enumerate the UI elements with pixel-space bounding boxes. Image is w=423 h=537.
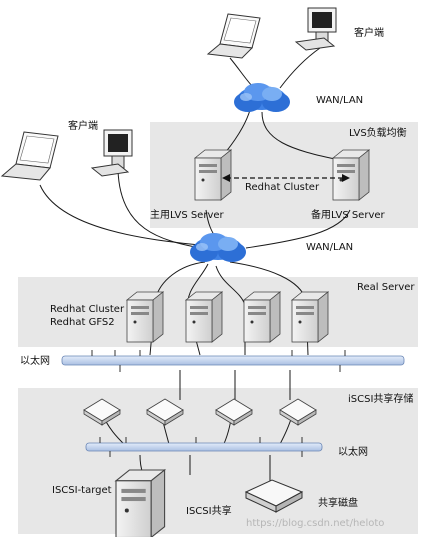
label-lvs-region: LVS负载均衡	[349, 126, 407, 139]
label-iscsi-target: ISCSI-target	[52, 485, 112, 496]
server-icon	[115, 469, 166, 537]
ethernet-bus-bottom	[85, 437, 323, 457]
label-client-top: 客户端	[354, 26, 384, 39]
server-icon	[332, 149, 370, 201]
desktop-icon	[90, 129, 133, 177]
laptop-icon	[206, 13, 261, 59]
server-icon	[185, 291, 223, 343]
heartbeat-arrow	[222, 174, 350, 182]
connection-lines	[39, 47, 351, 486]
label-iscsi-storage: iSCSI共享存储	[348, 392, 413, 405]
label-real-server: Real Server	[357, 282, 415, 293]
label-backup-lvs: 备用LVS Server	[311, 208, 386, 221]
desktop-icon	[294, 7, 337, 51]
watermark: https://blog.csdn.net/heloto	[246, 518, 384, 529]
server-icon	[194, 149, 232, 201]
label-ethernet-bottom: 以太网	[338, 445, 368, 458]
laptop-icon	[0, 131, 59, 181]
cloud-icon	[190, 233, 246, 262]
cloud-icon	[234, 83, 290, 112]
label-wan-top: WAN/LAN	[316, 95, 363, 106]
label-redhat-cluster-real: Redhat Cluster	[50, 304, 125, 315]
server-icon	[243, 291, 281, 343]
label-client-left: 客户端	[68, 119, 98, 132]
label-shared-disk: 共享磁盘	[318, 496, 358, 509]
label-iscsi-share: ISCSI共享	[186, 504, 232, 517]
ethernet-bus-top	[61, 350, 405, 372]
server-icon	[291, 291, 329, 343]
label-redhat-cluster-lvs: Redhat Cluster	[245, 182, 320, 193]
server-icon	[126, 291, 164, 343]
label-wan-mid: WAN/LAN	[306, 242, 353, 253]
label-primary-lvs: 主用LVS Server	[150, 209, 225, 221]
label-ethernet-top: 以太网	[20, 354, 50, 367]
label-redhat-gfs2: Redhat GFS2	[50, 317, 115, 328]
disk-icon	[244, 479, 304, 513]
